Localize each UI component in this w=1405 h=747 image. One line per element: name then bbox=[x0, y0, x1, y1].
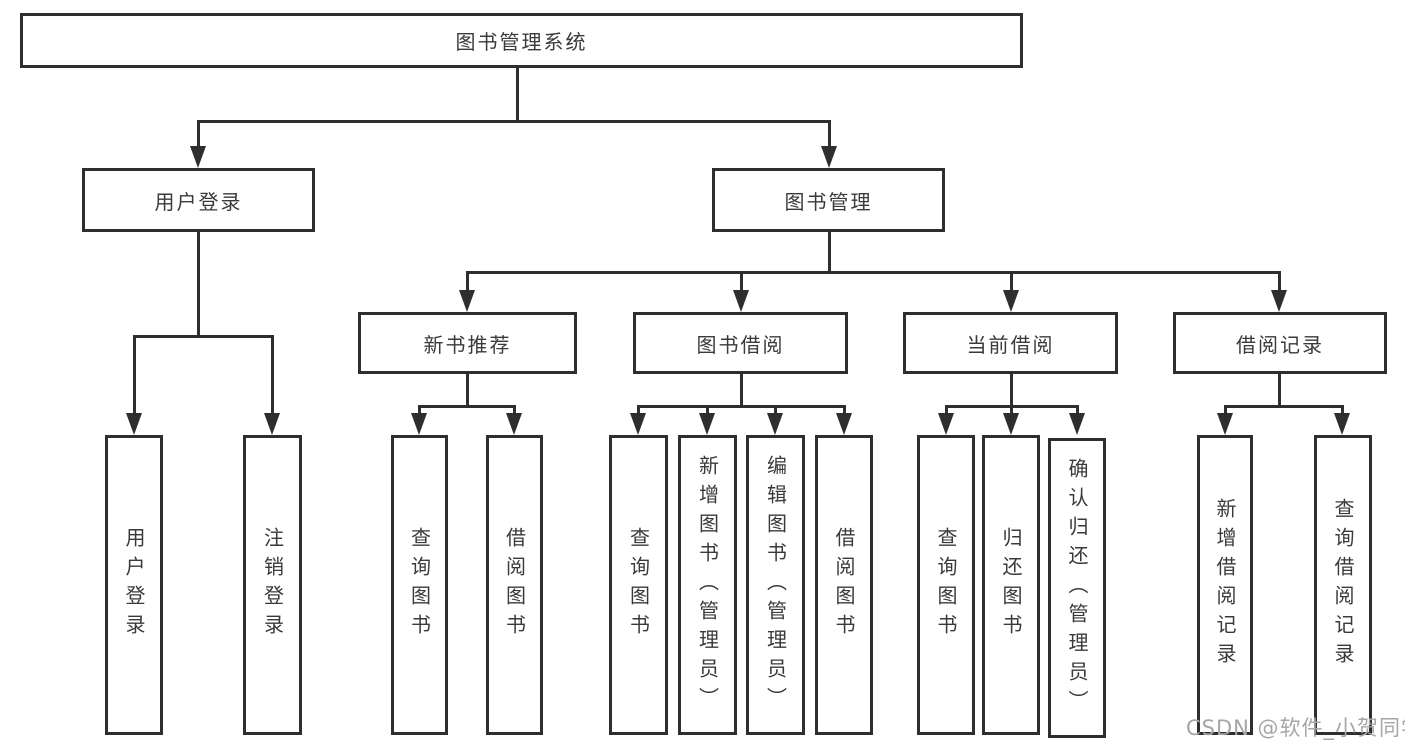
leaf-current-return-books: 归还图书 bbox=[982, 435, 1040, 735]
arrow-down-icon bbox=[1217, 413, 1233, 435]
connector-line bbox=[843, 405, 846, 415]
connector-line bbox=[133, 335, 274, 338]
arrow-down-icon bbox=[699, 413, 715, 435]
arrow-down-icon bbox=[1334, 413, 1350, 435]
connector-line bbox=[271, 335, 274, 415]
connector-line bbox=[637, 405, 845, 408]
arrow-down-icon bbox=[1271, 290, 1287, 312]
arrow-down-icon bbox=[938, 413, 954, 435]
node-label: 新书推荐 bbox=[423, 332, 512, 357]
arrow-down-icon bbox=[459, 290, 475, 312]
arrow-down-icon bbox=[264, 413, 280, 435]
leaf-label: 查询借阅记录 bbox=[1331, 498, 1355, 672]
arrow-down-icon bbox=[1003, 413, 1019, 435]
connector-line bbox=[1341, 405, 1344, 415]
connector-line bbox=[466, 271, 469, 295]
connector-line bbox=[197, 120, 200, 148]
arrow-down-icon bbox=[630, 413, 646, 435]
node-new-book-recommend: 新书推荐 bbox=[358, 312, 577, 374]
connector-line bbox=[513, 405, 516, 415]
connector-line bbox=[706, 405, 709, 415]
leaf-label: 确认归还（管理员） bbox=[1065, 457, 1089, 719]
leaf-label: 注销登录 bbox=[260, 527, 285, 643]
connector-line bbox=[828, 120, 831, 148]
arrow-down-icon bbox=[836, 413, 852, 435]
arrow-down-icon bbox=[733, 290, 749, 312]
connector-line bbox=[1010, 405, 1013, 415]
leaf-label: 借阅图书 bbox=[502, 527, 527, 643]
connector-line bbox=[740, 374, 743, 408]
node-book-borrowing: 图书借阅 bbox=[633, 312, 848, 374]
node-label: 当前借阅 bbox=[966, 332, 1055, 357]
leaf-records-query-record: 查询借阅记录 bbox=[1314, 435, 1372, 735]
connector-line bbox=[1224, 405, 1343, 408]
connector-line bbox=[466, 374, 469, 408]
connector-line bbox=[828, 232, 831, 274]
connector-line bbox=[1010, 271, 1013, 295]
leaf-label: 查询图书 bbox=[934, 527, 958, 643]
connector-line bbox=[516, 68, 519, 122]
connector-line bbox=[1224, 405, 1227, 415]
leaf-borrowing-borrow-books: 借阅图书 bbox=[815, 435, 873, 735]
leaf-label: 新增图书（管理员） bbox=[695, 454, 720, 716]
leaf-current-query-books: 查询图书 bbox=[917, 435, 975, 735]
node-book-management: 图书管理 bbox=[712, 168, 945, 232]
connector-line bbox=[197, 232, 200, 338]
connector-line bbox=[1278, 271, 1281, 295]
arrow-down-icon bbox=[767, 413, 783, 435]
arrow-down-icon bbox=[821, 146, 837, 168]
connector-line bbox=[740, 271, 743, 295]
leaf-label: 用户登录 bbox=[122, 527, 146, 643]
connector-line bbox=[1076, 405, 1079, 415]
connector-line bbox=[945, 405, 948, 415]
leaf-label: 归还图书 bbox=[999, 527, 1023, 643]
leaf-label: 借阅图书 bbox=[832, 527, 856, 643]
node-label: 用户登录 bbox=[154, 189, 243, 214]
connector-line bbox=[418, 405, 516, 408]
arrow-down-icon bbox=[506, 413, 522, 435]
leaf-label: 查询图书 bbox=[407, 527, 432, 643]
node-library-system: 图书管理系统 bbox=[20, 13, 1023, 68]
leaf-current-confirm-return-admin: 确认归还（管理员） bbox=[1048, 438, 1106, 738]
connector-line bbox=[1278, 374, 1281, 408]
leaf-recommend-borrow-books: 借阅图书 bbox=[486, 435, 543, 735]
csdn-watermark: CSDN @软件_小贺同学 bbox=[1186, 716, 1405, 740]
connector-line bbox=[133, 335, 136, 415]
arrow-down-icon bbox=[411, 413, 427, 435]
leaf-user-login: 用户登录 bbox=[105, 435, 163, 735]
connector-line bbox=[466, 271, 1281, 274]
connector-line bbox=[637, 405, 640, 415]
leaf-recommend-query-books: 查询图书 bbox=[391, 435, 448, 735]
node-label: 图书管理系统 bbox=[455, 30, 588, 54]
connector-line bbox=[418, 405, 421, 415]
connector-line bbox=[1010, 374, 1013, 408]
node-current-borrowing: 当前借阅 bbox=[903, 312, 1118, 374]
node-borrow-records: 借阅记录 bbox=[1173, 312, 1387, 374]
leaf-borrowing-add-books-admin: 新增图书（管理员） bbox=[678, 435, 737, 735]
node-user-login: 用户登录 bbox=[82, 168, 315, 232]
arrow-down-icon bbox=[190, 146, 206, 168]
leaf-label: 编辑图书（管理员） bbox=[763, 454, 788, 716]
node-label: 借阅记录 bbox=[1236, 332, 1324, 357]
leaf-label: 新增借阅记录 bbox=[1213, 498, 1237, 672]
leaf-borrowing-query-books: 查询图书 bbox=[609, 435, 668, 735]
node-label: 图书借阅 bbox=[696, 332, 785, 357]
leaf-label: 查询图书 bbox=[626, 527, 651, 643]
leaf-borrowing-edit-books-admin: 编辑图书（管理员） bbox=[746, 435, 805, 735]
arrow-down-icon bbox=[126, 413, 142, 435]
arrow-down-icon bbox=[1069, 413, 1085, 435]
leaf-records-add-record: 新增借阅记录 bbox=[1197, 435, 1253, 735]
arrow-down-icon bbox=[1003, 290, 1019, 312]
connector-line bbox=[774, 405, 777, 415]
leaf-logout: 注销登录 bbox=[243, 435, 302, 735]
connector-line bbox=[197, 120, 831, 123]
node-label: 图书管理 bbox=[784, 189, 873, 214]
